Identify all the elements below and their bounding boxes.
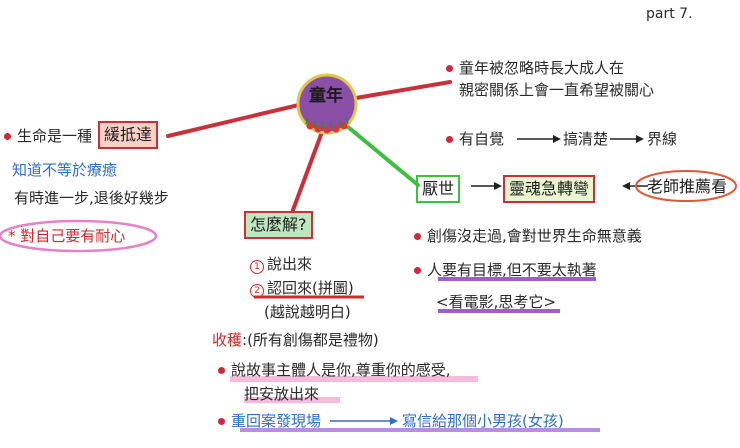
bullet-dot: [218, 367, 225, 374]
goal-text: 人要有目標,但不要太執著: [427, 261, 597, 279]
story-line-2: 把安放出來: [244, 385, 320, 403]
left-line-1: 生命是一種: [4, 126, 92, 146]
scene-left-text: 重回案發現場: [231, 412, 322, 430]
bullet-dot: [414, 267, 421, 274]
top-right-line-2: 親密關係上會一直希望被關心: [459, 81, 655, 99]
scene-line: 重回案發現場: [218, 411, 321, 431]
reclaim-text: 認回來(拼圖): [267, 279, 354, 297]
part-label: part 7.: [646, 6, 693, 22]
clarify-text: 搞清楚: [563, 130, 609, 148]
speak-out-text: 說出來: [267, 255, 313, 273]
teacher-recommend-text: 老師推薦看: [647, 177, 728, 196]
scene-right-text: 寫信給那個小男孩(女孩): [402, 412, 564, 430]
solve-item-2-sub: (越說越明白): [264, 303, 351, 321]
top-right-line-3: 有自覺: [446, 129, 504, 149]
how-to-solve-box: 怎麼解?: [244, 211, 313, 239]
number-2-icon: 2: [250, 284, 264, 298]
story-line-1: 說故事主體人是你,尊重你的感受,: [218, 360, 451, 380]
left-line-4: * 對自己要有耐心: [8, 226, 125, 246]
story-text-1: 說故事主體人是你,尊重你的感受,: [231, 361, 451, 379]
connector-bottom: [291, 130, 324, 212]
right-line-2: 人要有目標,但不要太執著: [414, 260, 597, 280]
bullet-dot: [414, 233, 421, 240]
harvest-text: :(所有創傷都是禮物): [242, 331, 379, 349]
left-line-3: 有時進一步,退後好幾步: [14, 189, 169, 207]
world-weary-box: 厭世: [416, 175, 461, 203]
top-right-line-1: 童年被忽略時長大成人在: [446, 58, 624, 78]
connector-top-right: [354, 80, 452, 100]
right-line-3: <看電影,思考它>: [436, 293, 556, 311]
life-is-text: 生命是一種: [17, 127, 93, 145]
slow-arrival-box: 緩抵達: [98, 121, 159, 149]
pink-oval: [0, 219, 158, 253]
patience-text: 對自己要有耐心: [20, 227, 126, 245]
orange-oval: [635, 170, 737, 202]
bullet-dot: [446, 136, 453, 143]
asterisk-icon: *: [8, 227, 21, 245]
awareness-text: 有自覺: [459, 130, 505, 148]
left-line-2: 知道不等於療癒: [12, 161, 118, 179]
soul-turn-box: 靈魂急轉彎: [503, 175, 596, 203]
bullet-dot: [4, 133, 11, 140]
flower-decoration: [305, 117, 349, 134]
boundary-text: 界線: [647, 130, 678, 148]
trauma-text: 創傷沒走過,會對世界生命無意義: [427, 227, 642, 245]
connector-left: [166, 102, 305, 138]
harvest-line: 收穫:(所有創傷都是禮物): [212, 330, 379, 350]
connector-right: [346, 125, 420, 187]
top-right-text-1: 童年被忽略時長大成人在: [459, 59, 625, 77]
harvest-label: 收穫: [212, 331, 243, 349]
number-1-icon: 1: [250, 260, 264, 274]
center-label: 童年: [309, 86, 343, 106]
right-line-1: 創傷沒走過,會對世界生命無意義: [414, 226, 642, 246]
bullet-dot: [218, 418, 225, 425]
bullet-dot: [446, 65, 453, 72]
